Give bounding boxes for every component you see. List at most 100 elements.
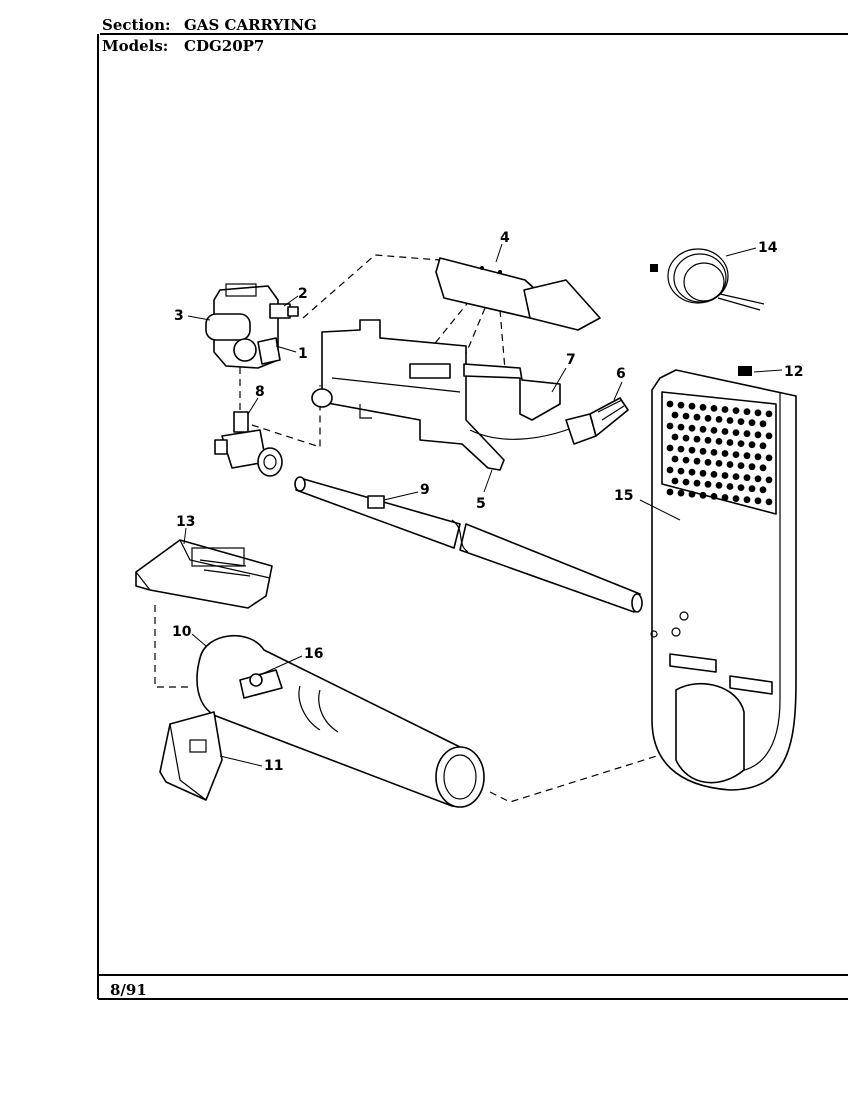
vent-hole — [754, 453, 762, 461]
burner-tube — [294, 476, 643, 613]
callout-14: 14 — [758, 240, 778, 256]
vent-hole — [666, 444, 674, 452]
vent-hole — [765, 476, 773, 484]
vent-hole — [699, 491, 707, 499]
callout-16: 16 — [304, 646, 323, 662]
vent-hole — [737, 440, 745, 447]
vent-hole — [682, 412, 690, 420]
callouts: 1 2 3 4 5 6 7 8 9 10 11 12 13 14 15 16 — [172, 230, 803, 774]
callout-15: 15 — [614, 488, 633, 504]
vent-hole — [677, 401, 685, 409]
vent-hole — [765, 432, 773, 440]
vent-hole — [754, 497, 762, 505]
igniter-shield — [463, 363, 561, 421]
vent-hole — [677, 445, 685, 453]
gas-valve — [205, 283, 299, 369]
vent-hole — [693, 413, 701, 421]
vent-hole — [743, 452, 751, 460]
vent-hole — [682, 478, 690, 486]
vent-hole — [666, 466, 674, 474]
wire-harness — [650, 248, 765, 311]
vent-hole — [677, 423, 685, 431]
callout-7: 7 — [566, 352, 576, 368]
models-label: Models: — [102, 37, 169, 55]
vent-hole — [765, 410, 773, 418]
vent-hole — [726, 439, 734, 446]
vent-hole — [715, 460, 723, 467]
vent-hole — [671, 411, 679, 419]
mounting-bracket — [311, 319, 505, 471]
combustion-chamber — [196, 635, 485, 808]
vent-hole — [759, 420, 767, 428]
vent-hole — [732, 451, 740, 458]
vent-hole — [688, 424, 696, 432]
vent-hole — [743, 474, 751, 482]
callout-13: 13 — [176, 514, 195, 530]
section-label: Section: — [102, 16, 171, 34]
callout-12: 12 — [784, 364, 803, 380]
vent-hole — [726, 483, 734, 490]
vent-hole — [737, 462, 745, 469]
vent-hole — [754, 475, 762, 483]
vent-hole — [682, 456, 690, 464]
vent-hole — [699, 469, 707, 477]
vent-hole — [710, 493, 718, 500]
vent-hole — [704, 458, 712, 466]
vent-hole — [754, 409, 762, 417]
callout-11: 11 — [264, 758, 283, 774]
vent-hole — [754, 431, 762, 439]
igniter-bracket — [435, 257, 601, 331]
vent-hole — [732, 429, 740, 436]
vent-hole — [710, 471, 718, 478]
callout-10: 10 — [172, 624, 192, 640]
vent-hole — [765, 498, 773, 506]
vent-hole — [743, 496, 751, 504]
vent-hole — [737, 484, 745, 491]
callout-1: 1 — [298, 346, 308, 362]
vent-hole — [693, 435, 701, 443]
vent-hole — [682, 434, 690, 442]
vent-hole — [693, 457, 701, 465]
igniter — [469, 397, 629, 445]
vent-hole — [677, 467, 685, 475]
vent-hole — [737, 418, 745, 425]
vent-hole — [677, 489, 685, 497]
vent-hole — [715, 416, 723, 423]
vent-hole — [699, 403, 707, 411]
section-value: GAS CARRYING — [184, 16, 317, 34]
footer-date: 8/91 — [110, 981, 147, 999]
callout-3: 3 — [174, 308, 184, 324]
vent-hole — [759, 486, 767, 494]
vent-hole — [748, 485, 756, 493]
front-panel — [650, 369, 797, 791]
vent-hole — [743, 430, 751, 438]
callout-5: 5 — [476, 496, 486, 512]
vent-hole — [721, 472, 729, 479]
vent-hole — [710, 405, 718, 412]
vent-hole — [671, 455, 679, 463]
vent-hole — [732, 473, 740, 480]
vent-hole — [715, 482, 723, 489]
vent-hole — [765, 454, 773, 462]
vent-hole — [710, 449, 718, 456]
vent-hole — [699, 447, 707, 455]
page-frame — [97, 33, 848, 1000]
callout-6: 6 — [616, 366, 626, 382]
vent-hole — [688, 446, 696, 454]
vent-hole — [666, 400, 674, 408]
vent-hole — [715, 438, 723, 445]
vent-hole — [666, 422, 674, 430]
vent-hole — [721, 406, 729, 413]
vent-hole — [688, 402, 696, 410]
vent-hole — [732, 495, 740, 502]
vent-hole — [671, 477, 679, 485]
vent-hole — [693, 479, 701, 487]
panel-clip — [738, 366, 752, 376]
vent-hole — [721, 428, 729, 435]
vent-hole — [748, 463, 756, 471]
vent-hole — [726, 417, 734, 424]
vent-hole — [688, 468, 696, 476]
callout-8: 8 — [255, 384, 265, 400]
models-value: CDG20P7 — [184, 37, 265, 55]
